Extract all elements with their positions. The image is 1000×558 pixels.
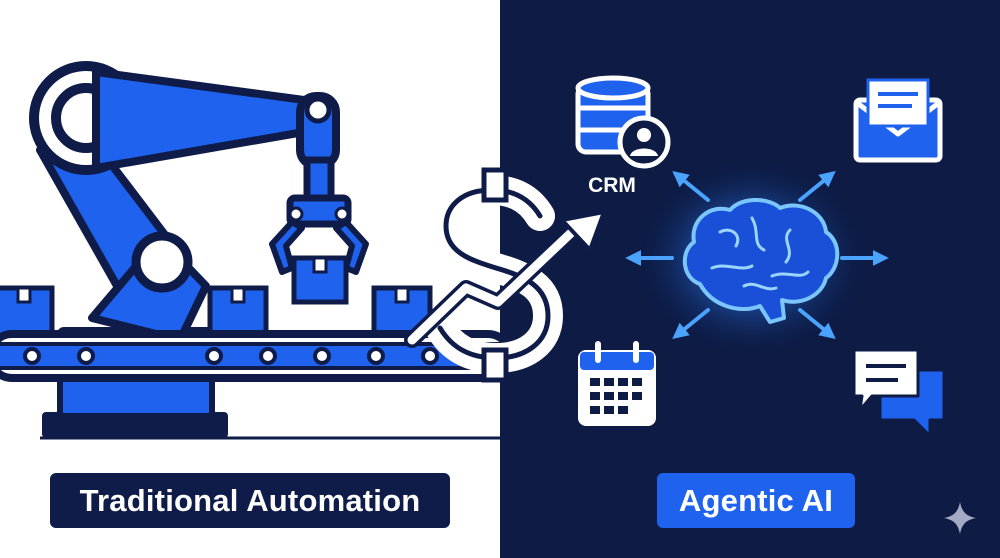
traditional-automation-label: Traditional Automation (50, 473, 450, 528)
email-icon (853, 78, 943, 163)
radiating-arrows (625, 170, 889, 340)
brain-icon (634, 158, 870, 358)
dollar-growth-icon (404, 167, 606, 383)
crm-label: CRM (588, 174, 636, 197)
calendar-icon (578, 341, 656, 426)
sparkle-icon (944, 502, 976, 534)
robot-arm-icon (29, 61, 369, 438)
conveyor-belt (0, 330, 514, 440)
agentic-ai-label: Agentic AI (657, 473, 855, 528)
chat-icon (852, 348, 946, 438)
crm-database-icon: CRM (575, 75, 671, 197)
